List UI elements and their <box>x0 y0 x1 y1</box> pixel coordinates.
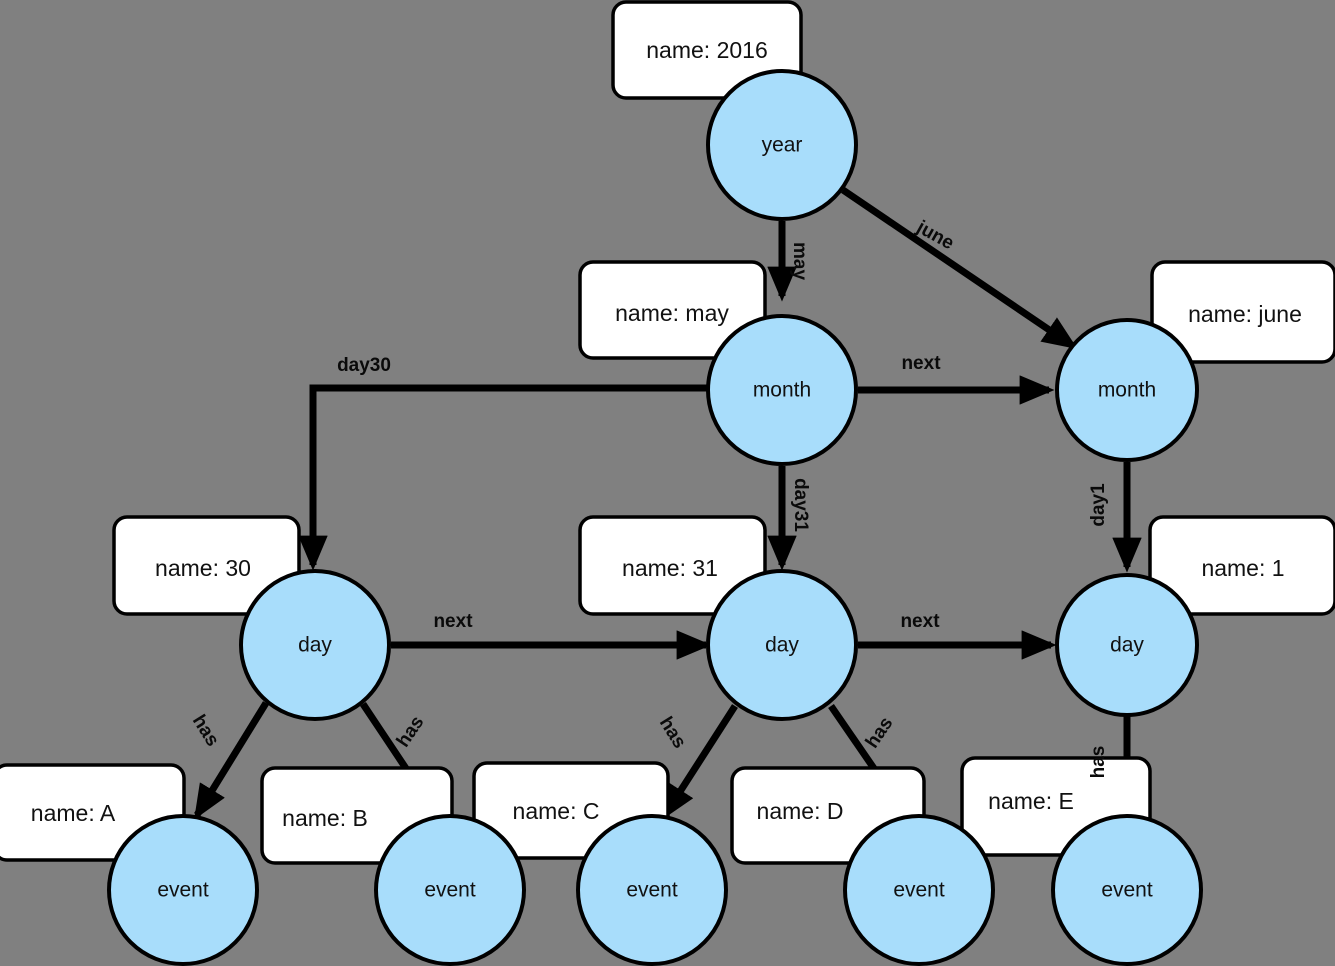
edge-label-day31-hasD: has <box>862 713 898 752</box>
property-box-text-eventD: name: D <box>757 798 844 824</box>
node-circle-eventD[interactable] <box>843 814 995 966</box>
node-label-eventD: event <box>893 879 945 902</box>
node-circle-day31[interactable] <box>706 569 858 721</box>
node-label-day30: day <box>298 634 332 657</box>
edge-label-day30-hasB: has <box>393 712 429 751</box>
node-day30[interactable]: day <box>239 569 391 721</box>
edge-label-day31-next: next <box>900 611 940 632</box>
node-day1[interactable]: day <box>1055 573 1199 717</box>
property-box-day1: name: 1 <box>1148 515 1335 616</box>
node-circle-year2016[interactable] <box>706 69 858 221</box>
property-box-monthJune: name: june <box>1150 260 1335 364</box>
node-year2016[interactable]: year <box>706 69 858 221</box>
property-box-text-eventC: name: C <box>513 798 600 824</box>
property-box-year2016: name: 2016 <box>611 0 803 100</box>
edge-day30-hasA <box>194 701 269 820</box>
node-circle-eventA[interactable] <box>107 814 259 966</box>
property-box-text-eventE: name: E <box>988 788 1074 814</box>
node-circle-day1[interactable] <box>1055 573 1199 717</box>
property-box-text-eventA: name: A <box>31 800 116 826</box>
property-box-rect-monthJune <box>1150 260 1335 364</box>
node-circle-day30[interactable] <box>239 569 391 721</box>
property-box-text-day30: name: 30 <box>155 555 251 581</box>
edge-label-day30-hasA: has <box>188 711 223 750</box>
property-box-rect-day30 <box>112 515 301 616</box>
property-box-rect-year2016 <box>611 0 803 100</box>
edge-label-day30-next: next <box>433 611 473 632</box>
node-monthMay[interactable]: month <box>706 314 858 466</box>
edge-label-june-day1: day1 <box>1088 483 1109 527</box>
node-circle-monthJune[interactable] <box>1055 318 1199 462</box>
node-eventD[interactable]: event <box>843 814 995 966</box>
node-label-monthMay: month <box>753 379 811 402</box>
node-monthJune[interactable]: month <box>1055 318 1199 462</box>
node-circle-monthMay[interactable] <box>706 314 858 466</box>
property-box-text-year2016: name: 2016 <box>646 37 767 63</box>
node-label-year2016: year <box>762 134 803 157</box>
node-eventB[interactable]: event <box>374 814 526 966</box>
edge-year-june <box>841 187 1078 350</box>
node-circle-eventC[interactable] <box>576 814 728 966</box>
nodes-layer: year month month day day day event event event ev… <box>107 69 1203 966</box>
property-box-day30: name: 30 <box>112 515 301 616</box>
property-box-text-eventB: name: B <box>282 805 368 831</box>
property-box-rect-day1 <box>1148 515 1335 616</box>
edge-label-may-day30: day30 <box>337 355 391 376</box>
edge-label-day1-hasE: has <box>1088 746 1109 779</box>
property-box-text-day1: name: 1 <box>1201 555 1284 581</box>
property-box-text-day31: name: 31 <box>622 555 718 581</box>
edge-may-day30 <box>298 384 708 571</box>
node-label-eventA: event <box>157 879 209 902</box>
node-label-monthJune: month <box>1098 379 1156 402</box>
node-label-eventC: event <box>626 879 678 902</box>
node-label-eventE: event <box>1101 879 1153 902</box>
edge-label-year-may: may <box>789 242 810 280</box>
node-circle-eventB[interactable] <box>374 814 526 966</box>
node-label-eventB: event <box>424 879 476 902</box>
node-day31[interactable]: day <box>706 569 858 721</box>
property-boxes-layer: name: 2016 name: may name: june name: 30 nam… <box>0 0 1335 865</box>
node-label-day31: day <box>765 634 799 657</box>
property-box-text-monthJune: name: june <box>1188 301 1302 327</box>
property-box-rect-day31 <box>578 515 767 616</box>
node-eventE[interactable]: event <box>1051 814 1203 966</box>
property-box-day31: name: 31 <box>578 515 767 616</box>
property-box-monthMay: name: may <box>578 260 767 360</box>
property-box-rect-monthMay <box>578 260 767 360</box>
edge-label-may-next-june: next <box>901 353 941 374</box>
edge-label-day31-hasC: has <box>655 713 690 752</box>
node-eventC[interactable]: event <box>576 814 728 966</box>
edge-label-may-day31: day31 <box>790 478 811 532</box>
property-box-text-monthMay: name: may <box>615 300 729 326</box>
node-circle-eventE[interactable] <box>1051 814 1203 966</box>
node-eventA[interactable]: event <box>107 814 259 966</box>
node-label-day1: day <box>1110 634 1144 657</box>
edge-day31-hasC <box>661 704 738 820</box>
